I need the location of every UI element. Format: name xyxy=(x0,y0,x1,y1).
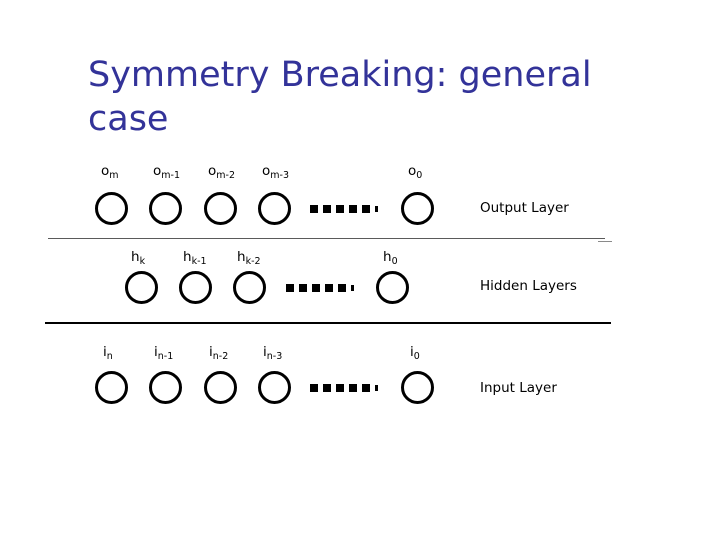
layer-row-hidden: hk hk-1 hk-2 h0 xyxy=(0,0,720,304)
node-label-i-n-2: in-2 xyxy=(209,344,229,362)
divider-hidden-input xyxy=(45,322,611,324)
divider-output-hidden xyxy=(48,238,605,239)
node-label-h-k-2: hk-2 xyxy=(237,249,261,267)
divider-output-hidden-tip xyxy=(598,241,612,242)
caption-output-layer: Output Layer xyxy=(480,200,569,216)
node-label-i-0: i0 xyxy=(410,344,420,362)
caption-input-layer: Input Layer xyxy=(480,380,557,396)
node-label-i-n-1: in-1 xyxy=(154,344,174,362)
node-h-k-1[interactable] xyxy=(179,271,212,304)
page-title: Symmetry Breaking: general case xyxy=(88,55,592,140)
layer-row-input: in in-1 in-2 in-3 i0 xyxy=(0,0,720,404)
layer-row-output: om om-1 om-2 om-3 o0 xyxy=(0,0,720,225)
node-h-k-2[interactable] xyxy=(233,271,266,304)
node-label-o-m: om xyxy=(101,163,119,181)
caption-hidden-layers: Hidden Layers xyxy=(480,278,577,294)
node-label-o-m-2: om-2 xyxy=(208,163,235,181)
node-o-m-1[interactable] xyxy=(149,192,182,225)
ellipsis-output-layer xyxy=(310,203,378,215)
node-label-o-m-3: om-3 xyxy=(262,163,289,181)
node-label-h-k: hk xyxy=(131,249,146,267)
node-label-h-0: h0 xyxy=(383,249,398,267)
node-o-m[interactable] xyxy=(95,192,128,225)
node-label-i-n-3: in-3 xyxy=(263,344,283,362)
ellipsis-hidden-layer xyxy=(286,282,354,294)
node-label-o-m-1: om-1 xyxy=(153,163,180,181)
node-label-o-0: o0 xyxy=(408,163,423,181)
node-o-m-2[interactable] xyxy=(204,192,237,225)
node-label-h-k-1: hk-1 xyxy=(183,249,207,267)
node-o-m-3[interactable] xyxy=(258,192,291,225)
ellipsis-input-layer xyxy=(310,382,378,394)
node-i-n-2[interactable] xyxy=(204,371,237,404)
node-i-n-1[interactable] xyxy=(149,371,182,404)
node-h-k[interactable] xyxy=(125,271,158,304)
node-label-i-n: in xyxy=(103,344,113,362)
node-h-0[interactable] xyxy=(376,271,409,304)
node-o-0[interactable] xyxy=(401,192,434,225)
node-i-0[interactable] xyxy=(401,371,434,404)
node-i-n[interactable] xyxy=(95,371,128,404)
node-i-n-3[interactable] xyxy=(258,371,291,404)
